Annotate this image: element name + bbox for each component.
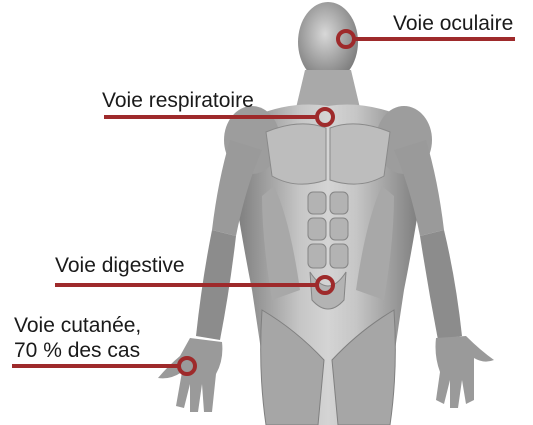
cutaneous-label-line1: Voie cutanée, bbox=[14, 314, 141, 337]
right-forearm bbox=[420, 230, 462, 340]
right-hand bbox=[436, 336, 495, 408]
right-pectoral bbox=[330, 124, 390, 184]
anatomy-figure bbox=[158, 2, 494, 425]
left-pectoral bbox=[266, 124, 326, 184]
cutaneous-label-line2: 70 % des cas bbox=[14, 339, 140, 362]
neck bbox=[296, 70, 360, 108]
ocular-label: Voie oculaire bbox=[393, 12, 513, 35]
digestive-label: Voie digestive bbox=[55, 254, 185, 277]
respiratory-label: Voie respiratoire bbox=[102, 89, 254, 112]
